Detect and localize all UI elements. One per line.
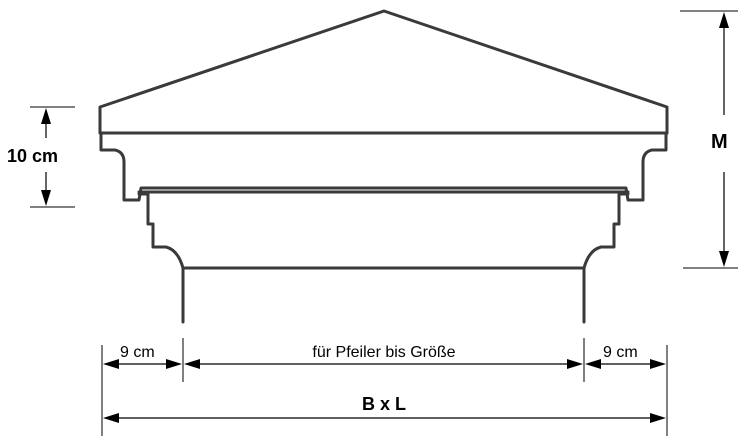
left-overhang-label: 9 cm bbox=[120, 344, 155, 361]
width-dimensions bbox=[101, 338, 668, 436]
height-dimension-m bbox=[680, 10, 738, 269]
height-label-m: M bbox=[711, 131, 728, 153]
cap-lower-collar bbox=[137, 192, 630, 270]
right-overhang-label: 9 cm bbox=[603, 344, 638, 361]
cap-roof bbox=[98, 9, 669, 135]
height-label-10cm: 10 cm bbox=[7, 146, 58, 166]
cap-upper-molding bbox=[99, 132, 668, 202]
total-size-label: B x L bbox=[362, 394, 406, 414]
pillar-cap-shape bbox=[98, 9, 669, 270]
pillar-size-label: für Pfeiler bis Größe bbox=[312, 344, 455, 361]
height-dimension-10cm bbox=[30, 106, 75, 208]
